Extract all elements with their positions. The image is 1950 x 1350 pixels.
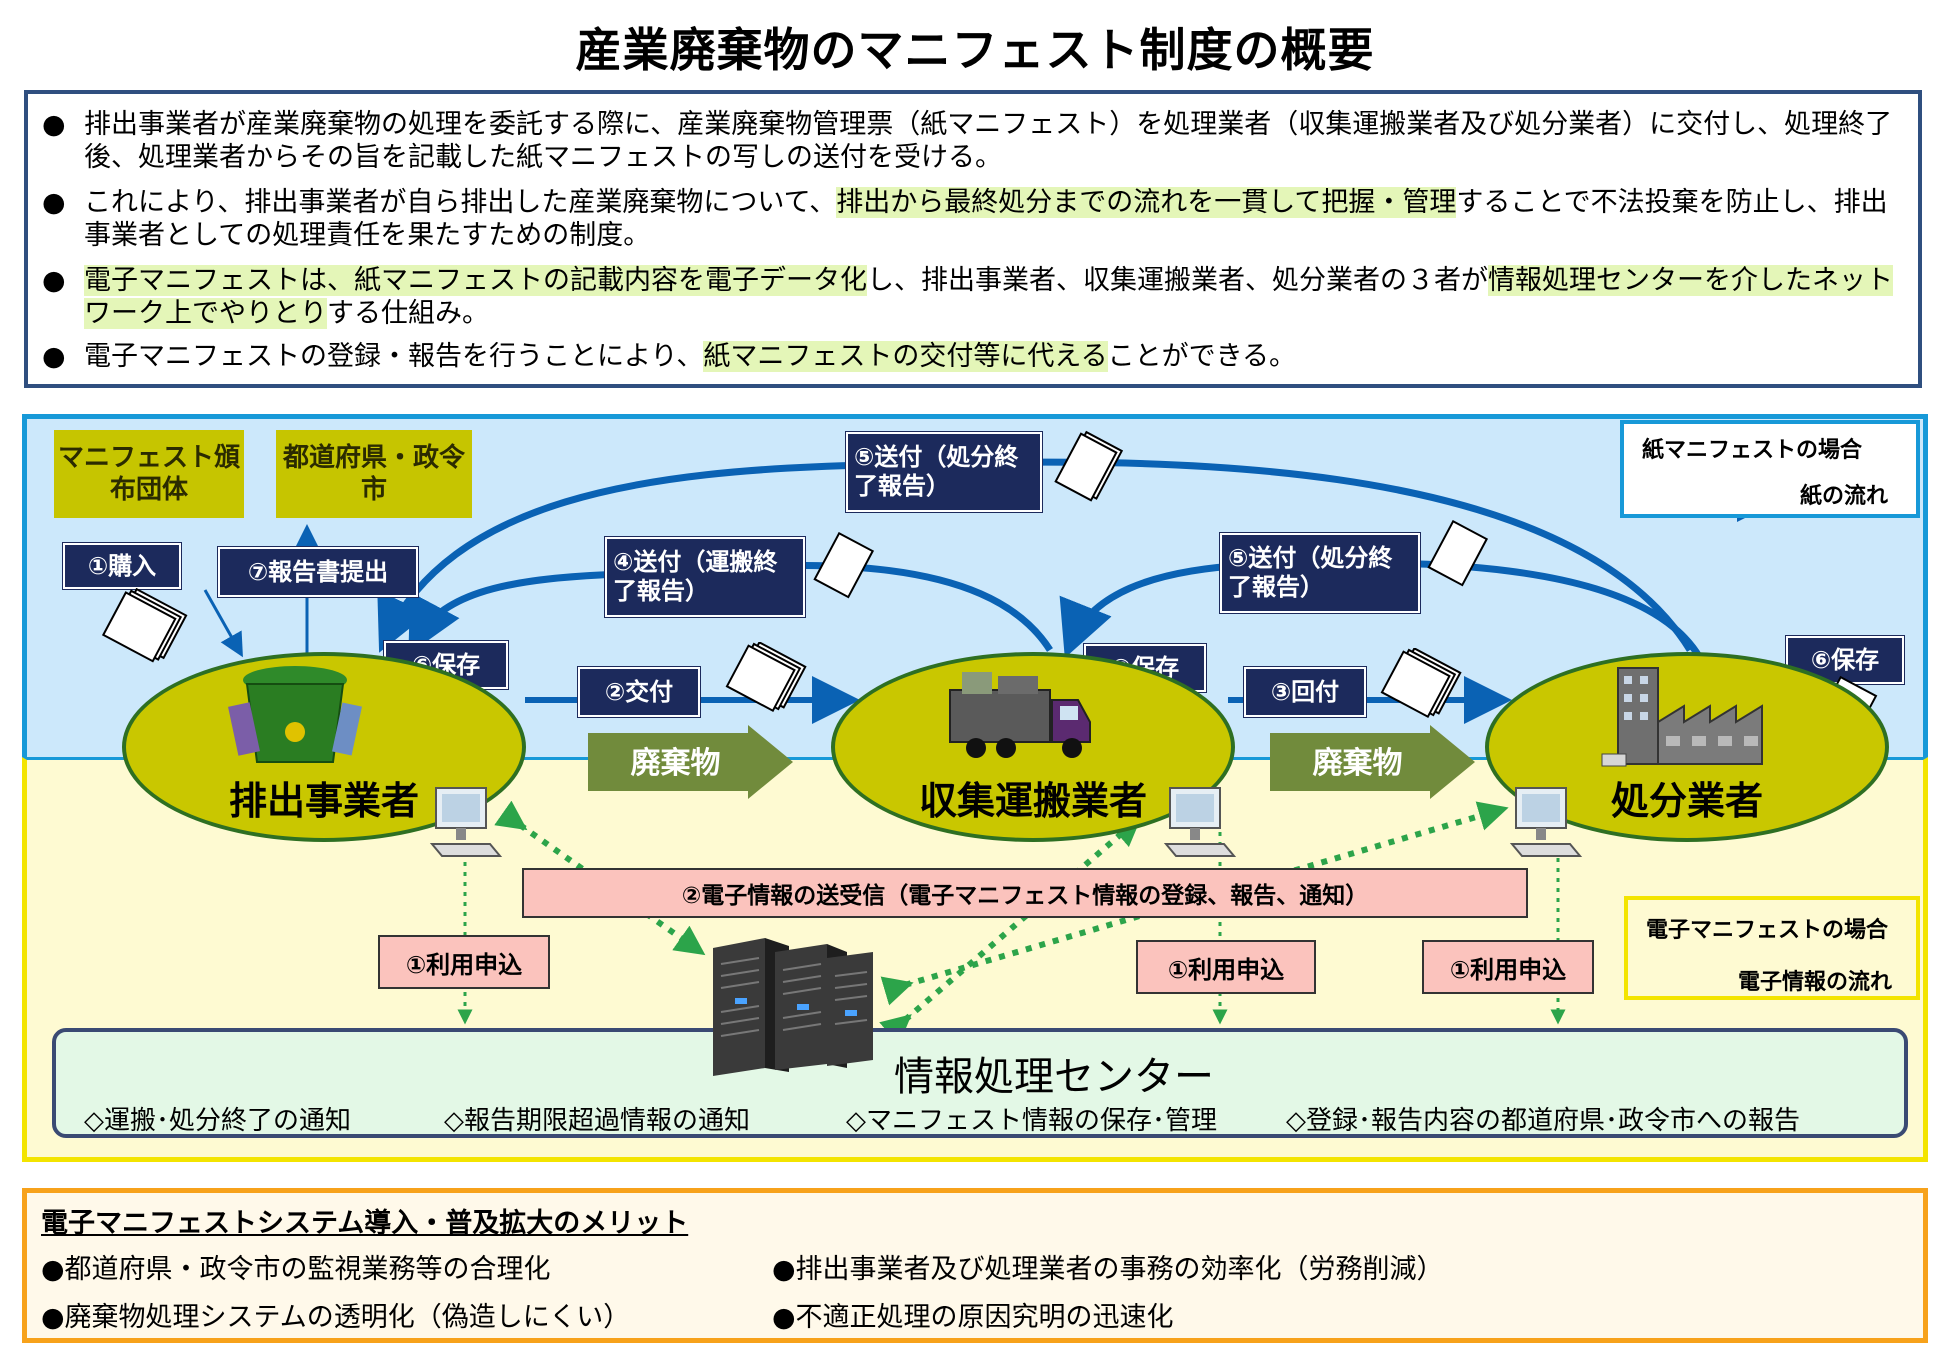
legend-e-title: 電子マニフェストの場合: [1646, 918, 1889, 943]
info-center-name: 情報処理センター: [894, 1054, 1214, 1100]
intro-highlight-2: 排出から最終処分までの流れを一貫して把握・管理: [836, 187, 1457, 218]
intro-text-1: 排出事業者が産業廃棄物の処理を委託する際に、産業廃棄物管理票（紙マニフェスト）を…: [84, 109, 1893, 173]
apply-disposer: ①利用申込: [1422, 940, 1594, 994]
merit-item: ●都道府県・政令市の監視業務等の合理化: [41, 1254, 551, 1285]
server-icon: [713, 938, 873, 1076]
service-item: ◇報告期限超過情報の通知: [444, 1106, 750, 1136]
prefecture-box: 都道府県・政令市: [276, 430, 472, 518]
bullet-dot: ●: [42, 187, 66, 218]
arrow-purchase: [203, 589, 243, 658]
truck-icon: [949, 672, 1091, 758]
apply-transporter: ①利用申込: [1136, 940, 1316, 994]
legend-paper-title: 紙マニフェストの場合: [1642, 438, 1863, 463]
paper-stack-icon: [1054, 430, 1124, 502]
merit-item: ●排出事業者及び処理業者の事務の効率化（労務削減）: [772, 1254, 1444, 1285]
paper-stack-icon: [1380, 648, 1462, 719]
computer-icon: [1163, 787, 1237, 857]
intro-bullet-2: ● これにより、排出事業者が自ら排出した産業廃棄物について、排出から最終処分まで…: [42, 186, 1902, 252]
bullet-dot: ●: [42, 265, 66, 296]
legend-paper-flow: 紙の流れ: [1800, 484, 1889, 509]
merit-box: 電子マニフェストシステム導入・普及拡大のメリット ●都道府県・政令市の監視業務等…: [22, 1188, 1928, 1343]
intro-text-4a: 電子マニフェストの登録・報告を行うことにより、: [84, 341, 704, 372]
apply-generator: ①利用申込: [378, 935, 550, 989]
step-return: ③回付: [1244, 667, 1366, 717]
info-center-box: 情報処理センター ◇運搬･処分終了の通知 ◇報告期限超過情報の通知 ◇マニフェス…: [52, 1028, 1908, 1138]
intro-text-4b: ことができる。: [1107, 341, 1297, 372]
intro-text-3b: する仕組み。: [327, 298, 489, 329]
disposer-label: 処分業者: [1610, 779, 1763, 823]
intro-highlight-4: 紙マニフェストの交付等に代える: [703, 341, 1108, 372]
merit-item: ●廃棄物処理システムの透明化（偽造しにくい）: [41, 1302, 631, 1333]
step-purchase: ①購入: [63, 543, 181, 589]
step-store-disposer: ⑥保存: [1786, 636, 1904, 684]
merit-item: ●不適正処理の原因究明の迅速化: [772, 1302, 1174, 1333]
transporter-ellipse: [831, 652, 1235, 842]
bullet-dot: ●: [42, 109, 66, 140]
intro-box: ● 排出事業者が産業廃棄物の処理を委託する際に、産業廃棄物管理票（紙マニフェスト…: [24, 90, 1922, 388]
factory-icon: [1601, 667, 1763, 767]
waste-arrow-1: [588, 725, 793, 799]
step-issue: ②交付: [578, 667, 700, 717]
step-send-transport: ④送付（運搬終了報告）: [605, 537, 805, 617]
e-exchange-bar: ②電子情報の送受信（電子マニフェスト情報の登録、報告、通知）: [522, 868, 1528, 918]
computer-icon: [1509, 787, 1583, 857]
waste-bin-icon: [228, 666, 362, 763]
manifest-org-box: マニフェスト頒布団体: [54, 430, 244, 518]
intro-bullet-1: ● 排出事業者が産業廃棄物の処理を委託する際に、産業廃棄物管理票（紙マニフェスト…: [42, 108, 1902, 174]
legend-e: 電子マニフェストの場合 電子情報の流れ: [1624, 896, 1920, 1000]
legend-e-flow: 電子情報の流れ: [1738, 970, 1893, 995]
waste-label-1: 廃棄物: [630, 746, 721, 781]
intro-text-2a: これにより、排出事業者が自ら排出した産業廃棄物について、: [84, 187, 837, 218]
step-report-submit: ⑦報告書提出: [218, 547, 418, 597]
waste-label-2: 廃棄物: [1312, 746, 1403, 781]
legend-paper: 紙マニフェストの場合 紙の流れ: [1620, 420, 1920, 518]
paper-stack-icon: [101, 588, 188, 663]
intro-bullet-4: ● 電子マニフェストの登録・報告を行うことにより、紙マニフェストの交付等に代える…: [42, 340, 1902, 373]
transporter-label: 収集運搬業者: [918, 779, 1147, 823]
intro-bullet-3: ● 電子マニフェストは、紙マニフェストの記載内容を電子データ化し、排出事業者、収…: [42, 264, 1902, 330]
paper-sheet-icon: [813, 532, 875, 599]
merit-title: 電子マニフェストシステム導入・普及拡大のメリット: [41, 1208, 689, 1239]
waste-arrow-2: [1270, 725, 1475, 799]
step-send-disposal-top: ⑤送付（処分終了報告）: [846, 432, 1042, 512]
step-send-disposal: ⑤送付（処分終了報告）: [1220, 533, 1420, 613]
paper-stack-icon: [725, 642, 807, 713]
page-title: 産業廃棄物のマニフェスト制度の概要: [575, 23, 1375, 77]
generator-label: 排出事業者: [228, 779, 419, 823]
service-item: ◇運搬･処分終了の通知: [84, 1106, 351, 1136]
bullet-dot: ●: [42, 341, 66, 372]
paper-sheet-icon: [1427, 520, 1489, 587]
e-flow-transporter: [879, 816, 1142, 1046]
service-item: ◇登録･報告内容の都道府県･政令市への報告: [1286, 1106, 1800, 1136]
service-item: ◇マニフェスト情報の保存･管理: [846, 1106, 1217, 1136]
intro-text-3a: し、排出事業者、収集運搬業者、処分業者の３者が: [867, 265, 1488, 296]
computer-icon: [429, 787, 503, 857]
intro-text-2b: することで不法投棄を防止し、排出事業者としての処理責任を果たすための制度。: [84, 187, 1888, 251]
intro-highlight-3a: 電子マニフェストは、紙マニフェストの記載内容を電子データ化: [84, 265, 867, 296]
